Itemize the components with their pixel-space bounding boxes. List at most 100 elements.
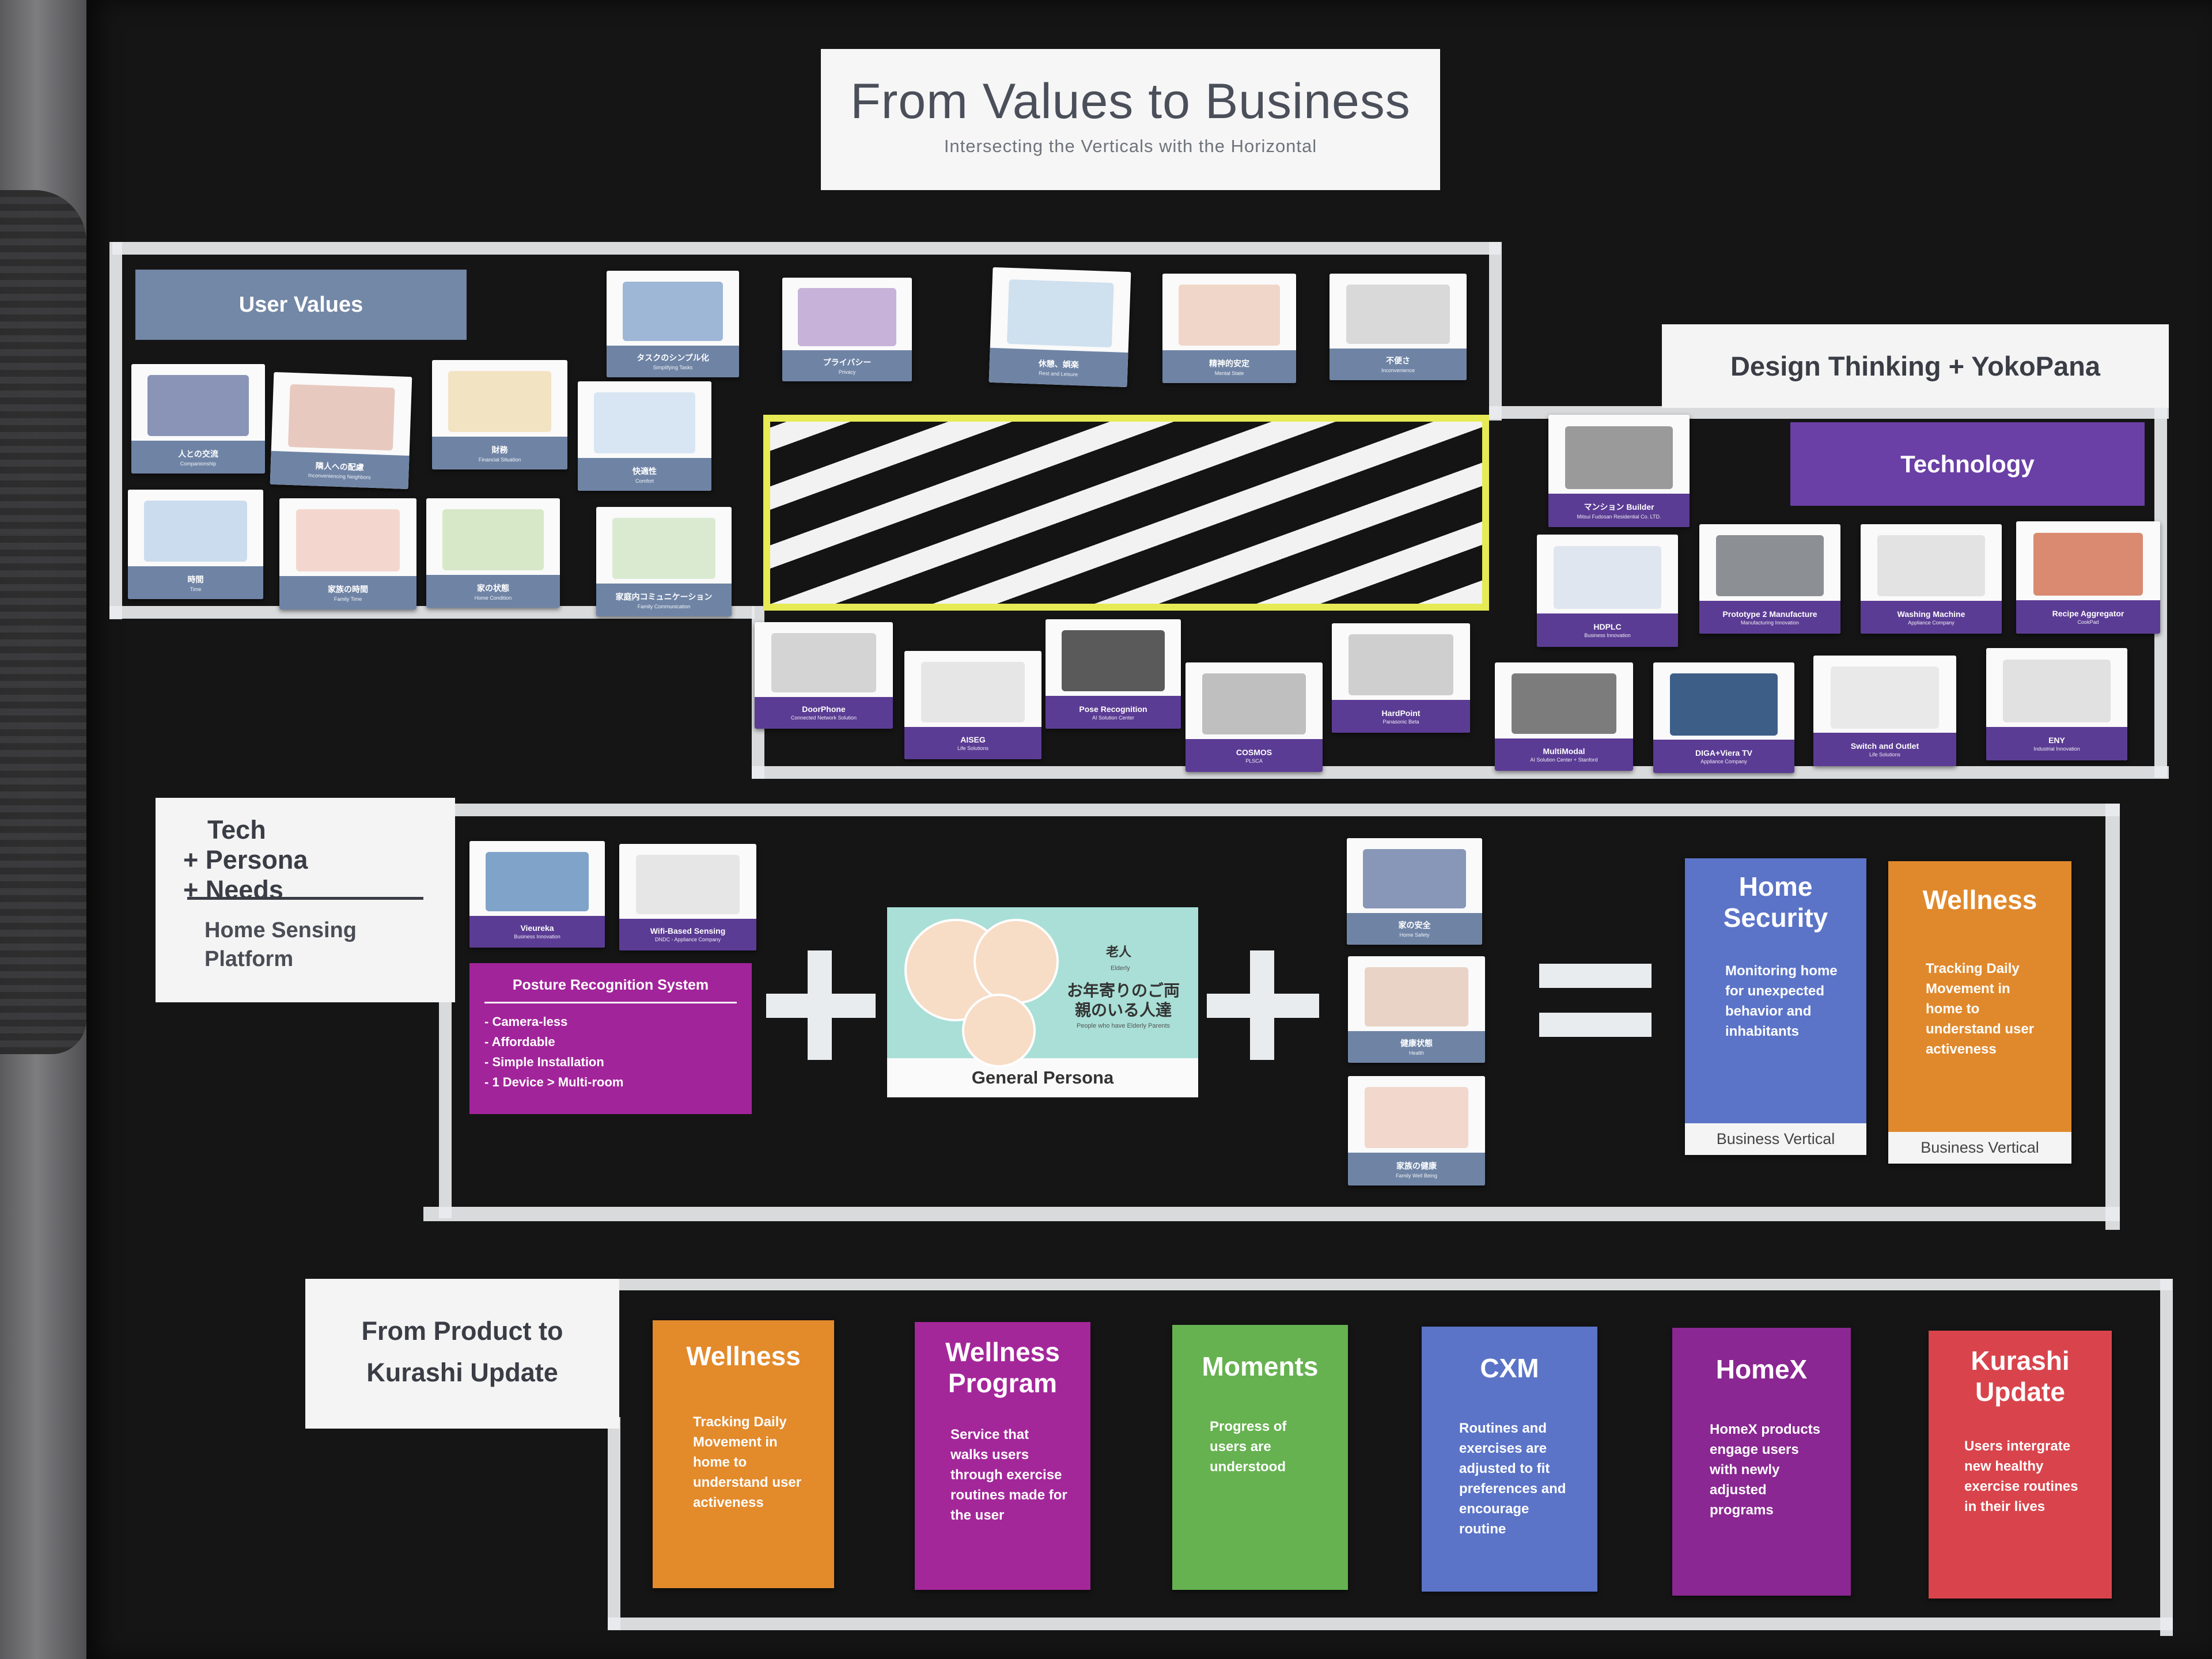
card-sublabel: Appliance Company	[1908, 619, 1955, 626]
feature-item: - Camera-less	[484, 1014, 568, 1029]
card-sublabel: Family Well Being	[1396, 1172, 1437, 1179]
vertical-footer: Business Vertical	[1685, 1123, 1866, 1155]
card-label: Recipe Aggregator	[2052, 608, 2124, 618]
photo	[1348, 634, 1454, 696]
need-card: 家の安全 Home Safety	[1347, 838, 1482, 945]
card-sublabel: Companionship	[180, 460, 217, 467]
card-label: Pose Recognition	[1079, 704, 1147, 714]
card-label: 休憩、娯楽	[1038, 358, 1080, 370]
diagram	[1554, 546, 1661, 609]
illustration	[442, 509, 544, 571]
label-line: Kurashi Update	[366, 1358, 558, 1387]
tpn-line: + Persona	[183, 845, 308, 874]
card-label: Switch and Outlet	[1850, 741, 1919, 751]
card-sublabel: Home Safety	[1399, 932, 1430, 938]
card-sublabel: Appliance Company	[1700, 759, 1747, 765]
card-sublabel: Life Solutions	[957, 745, 989, 751]
vertical-title: Wellness	[1922, 885, 2037, 915]
card-label: 家の状態	[477, 583, 509, 593]
posture-recognition-card: Posture Recognition System - Camera-less…	[469, 963, 752, 1114]
label-line: From Product to	[361, 1316, 563, 1346]
illustration	[622, 281, 724, 342]
card-sublabel: Rest and Leisure	[1038, 370, 1078, 378]
photo	[1670, 673, 1778, 736]
diagram	[635, 854, 740, 915]
persona-en-title: Elderly	[1111, 965, 1130, 972]
posture-features: - Camera-less - Affordable - Simple Inst…	[484, 1012, 737, 1092]
card-sublabel: Business Innovation	[514, 934, 560, 940]
card-label: 家の安全	[1398, 921, 1431, 930]
photo	[486, 851, 589, 912]
kurashi-card-wellness-program: Wellness Program Service that walks user…	[915, 1322, 1090, 1590]
design-thinking-header: Design Thinking + YokoPana	[1662, 324, 2169, 408]
photo	[1716, 535, 1824, 597]
illustration	[448, 371, 551, 433]
card-sublabel: Industrial Innovation	[2033, 745, 2080, 752]
card-label: 人との交流	[178, 449, 218, 459]
illustration	[1364, 1087, 1469, 1149]
card-sublabel: Family Time	[334, 596, 362, 603]
card-label: 不便さ	[1386, 356, 1410, 366]
illustration	[1363, 849, 1466, 909]
posture-title: Posture Recognition System	[484, 977, 737, 1003]
general-persona-card: 老人 Elderly お年寄りのご両親のいる人達 People who have…	[887, 907, 1198, 1097]
card-sublabel: AI Solution Center + Stanford	[1530, 756, 1598, 763]
elderly-face	[962, 994, 1036, 1067]
tech-persona-needs-card: Tech + Persona + Needs Home Sensing Plat…	[156, 798, 455, 1002]
card-sublabel: Inconvenience	[1381, 368, 1415, 374]
card-body: Tracking Daily Movement in home to under…	[693, 1414, 802, 1510]
kurashi-card-wellness: Wellness Tracking Daily Movement in home…	[653, 1320, 834, 1588]
illustration	[1364, 967, 1469, 1027]
technology-header: Technology	[1790, 422, 2145, 506]
tape-frame	[109, 242, 122, 619]
card-label: 精神的安定	[1209, 358, 1249, 368]
card-sublabel: Business Innovation	[1584, 632, 1631, 638]
tape-frame	[752, 766, 2169, 779]
persona-jp-title: 老人	[1106, 945, 1132, 959]
photo	[1062, 630, 1165, 692]
card-sublabel: Simplifying Tasks	[653, 365, 693, 371]
illustration	[287, 384, 395, 450]
elderly-face	[974, 919, 1059, 1004]
card-label: HardPoint	[1381, 708, 1421, 718]
divider	[187, 897, 423, 900]
card-sublabel: Mitsui Fudosan Residential Co. LTD.	[1577, 513, 1661, 520]
platform-line: Platform	[204, 947, 294, 971]
user-value-card: タスクのシンプル化 Simplifying Tasks	[607, 271, 739, 377]
illustration	[612, 518, 715, 579]
card-label: COSMOS	[1236, 747, 1272, 757]
card-label: Wifi-Based Sensing	[650, 926, 726, 936]
plus-sign	[1250, 950, 1274, 1060]
photo	[1511, 673, 1617, 734]
card-label: MultiModal	[1543, 746, 1585, 756]
card-sublabel: Mental State	[1214, 370, 1244, 376]
persona-jp-desc: お年寄りのご両親のいる人達	[1066, 982, 1180, 1019]
tape-frame	[423, 1207, 2120, 1221]
card-sublabel: Inconveniencing Neighbors	[308, 472, 371, 480]
card-label: Vieureka	[520, 923, 554, 933]
card-sublabel: Time	[190, 586, 202, 592]
vertical-body: Tracking Daily Movement in home to under…	[1926, 961, 2035, 1057]
card-label: タスクのシンプル化	[637, 353, 709, 363]
tape-frame	[2154, 406, 2167, 778]
photo	[2003, 659, 2111, 722]
tape-frame	[1489, 242, 1502, 421]
card-label: 時間	[187, 574, 204, 584]
card-title: Kurashi Update	[1971, 1346, 2070, 1407]
card-sublabel: CookPad	[2077, 619, 2099, 625]
illustration	[1006, 279, 1114, 348]
illustration	[147, 375, 249, 437]
